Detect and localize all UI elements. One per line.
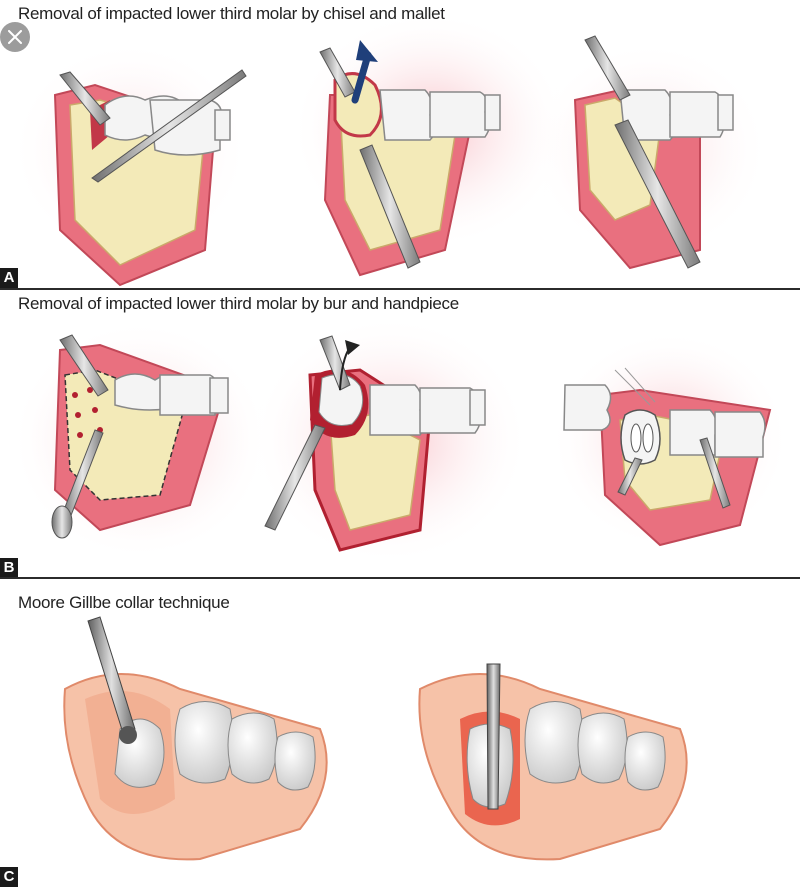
panel-c-illustration [63, 616, 688, 861]
figure-a1 [53, 69, 247, 287]
figure-b2 [264, 335, 486, 552]
figure-a3 [573, 35, 734, 270]
close-button[interactable] [0, 22, 30, 52]
divider-a-b [0, 288, 800, 290]
panel-b-label: B [0, 558, 18, 578]
panel-a: Removal of impacted lower third molar by… [0, 0, 800, 288]
figure-b3 [563, 367, 772, 547]
panel-a-label: A [0, 268, 18, 288]
panel-c-label: C [0, 867, 18, 887]
panel-b-title: Removal of impacted lower third molar by… [18, 294, 459, 313]
figure-b1 [51, 334, 229, 539]
figure-c2 [418, 663, 688, 861]
divider-b-c [0, 577, 800, 579]
close-icon [8, 30, 22, 44]
panel-a-illustration [10, 10, 770, 287]
panel-b-illustration [10, 315, 790, 565]
figure-a2 [319, 40, 501, 277]
panel-c-title: Moore Gillbe collar technique [18, 593, 230, 612]
panel-a-title: Removal of impacted lower third molar by… [18, 4, 445, 23]
panel-c: Moore Gillbe collar technique C [0, 579, 800, 887]
figure-c1 [63, 616, 328, 861]
panel-b: Removal of impacted lower third molar by… [0, 290, 800, 578]
